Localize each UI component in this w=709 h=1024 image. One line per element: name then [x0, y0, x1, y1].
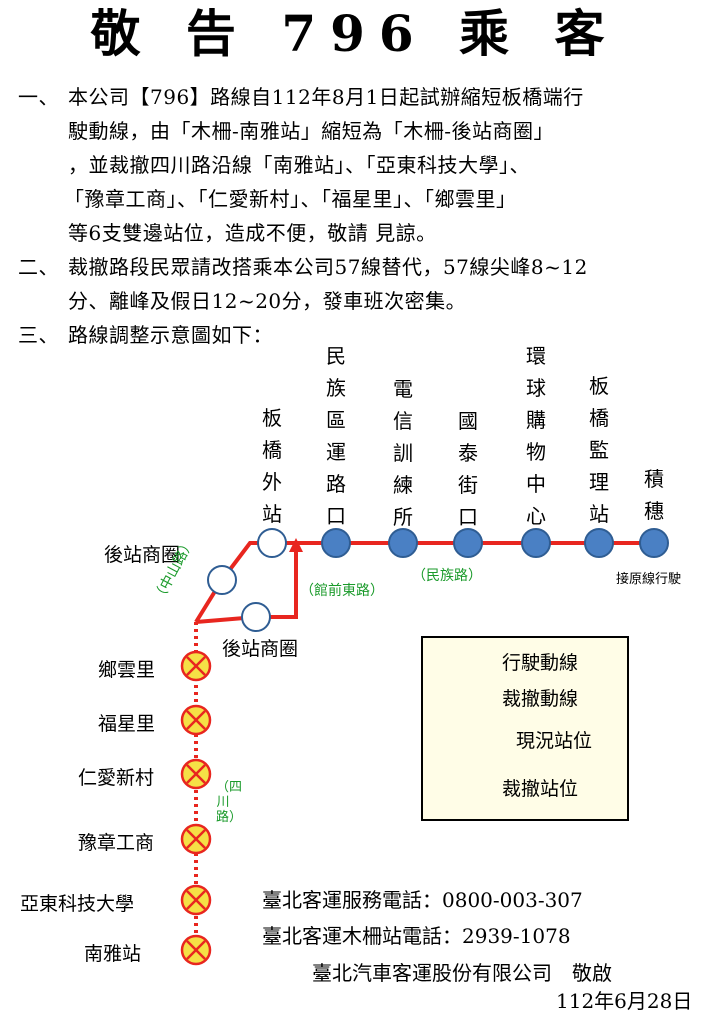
station-current-icon: [521, 528, 551, 558]
station-current-icon: [321, 528, 351, 558]
removed-label-yadong: 亞東科技大學: [20, 893, 135, 915]
road-label-guanqian: （館前東路）: [300, 583, 384, 599]
notice-title: 敬 告 796 乘 客: [90, 4, 619, 63]
notice-line: 等6支雙邊站位，造成不便，敬請 見諒。: [68, 221, 437, 245]
removed-label-xiangyun: 鄉雲里: [98, 659, 156, 681]
removed-station-icon: [180, 758, 212, 790]
station-label-jisui: 積穗: [644, 467, 664, 523]
road-label-minzu: （民族路）: [412, 568, 482, 584]
notice-line: 裁撤路段民眾請改搭乘本公司57線替代，57線尖峰8~12: [68, 255, 588, 279]
station-current-icon: [639, 528, 669, 558]
station-label-minzu: 民族區運路口: [326, 344, 346, 528]
notice-item-2: 二、裁撤路段民眾請改搭乘本公司57線替代，57線尖峰8~12 分、離峰及假日12…: [18, 250, 708, 318]
active-route-branch: [195, 546, 298, 624]
phone-muzha: 臺北客運木柵站電話：2939-1078: [262, 924, 571, 948]
removed-station-icon: [180, 704, 212, 736]
continue-note: 接原線行駛: [616, 572, 682, 587]
company-signature: 臺北汽車客運股份有限公司 敬啟: [312, 961, 612, 985]
item-number: 二、: [18, 255, 59, 279]
station-label-guotai: 國泰街口: [458, 409, 478, 529]
legend-route-label: 行駛動線: [502, 652, 579, 674]
item-number: 一、: [18, 85, 59, 109]
removed-label-yuzhang: 豫章工商: [78, 832, 155, 854]
phone-service: 臺北客運服務電話：0800-003-307: [262, 888, 583, 912]
removed-station-icon: [180, 650, 212, 682]
station-label-global-mall: 環球購物中心: [526, 344, 546, 528]
notice-date: 112年6月28日: [556, 989, 693, 1013]
removed-station-icon: [180, 884, 212, 916]
station-current-icon: [207, 565, 237, 595]
direction-arrow-icon: [289, 538, 303, 552]
removed-station-icon: [180, 823, 212, 855]
removed-label-fuxing: 福星里: [98, 713, 156, 735]
station-current-icon: [584, 528, 614, 558]
notice-line: 本公司【796】路線自112年8月1日起試辦縮短板橋端行: [68, 85, 584, 109]
station-current-icon: [241, 602, 271, 632]
station-label-banqiao-outer: 板橋外站: [262, 406, 282, 526]
station-label-motor-office: 板橋監理站: [589, 374, 609, 526]
station-current-icon: [257, 528, 287, 558]
item-number: 三、: [18, 323, 59, 347]
notice-line: 分、離峰及假日12~20分，發車班次密集。: [68, 289, 467, 313]
legend-current-label: 現況站位: [516, 730, 593, 752]
road-label-sichuan: （四川路）: [216, 780, 243, 825]
notice-item-3: 三、路線調整示意圖如下：: [18, 318, 708, 352]
notice-line: 「豫章工商」、「仁愛新村」、「福星里」、「鄉雲里」: [64, 187, 517, 211]
removed-station-icon: [180, 934, 212, 966]
removed-label-nanya: 南雅站: [84, 943, 142, 965]
legend-box: [421, 636, 629, 821]
legend-removed-line-label: 裁撤動線: [502, 688, 579, 710]
notice-item-1: 一、本公司【796】路線自112年8月1日起試辦縮短板橋端行 駛動線，由「木柵-…: [18, 80, 708, 250]
legend-removed-stop-label: 裁撤站位: [502, 778, 579, 800]
station-label-telecom: 電信訓練所: [393, 377, 413, 529]
removed-label-renai: 仁愛新村: [78, 767, 155, 789]
station-current-icon: [453, 528, 483, 558]
station-label-houzhan-top: 後站商圈: [104, 544, 181, 566]
notice-line: ，並裁撤四川路沿線「南雅站」、「亞東科技大學」、: [68, 153, 530, 177]
notice-line: 駛動線，由「木柵-南雅站」縮短為「木柵-後站商圈」: [68, 119, 555, 143]
station-current-icon: [388, 528, 418, 558]
station-label-houzhan-bottom: 後站商圈: [222, 638, 299, 660]
notice-line: 路線調整示意圖如下：: [68, 323, 273, 347]
